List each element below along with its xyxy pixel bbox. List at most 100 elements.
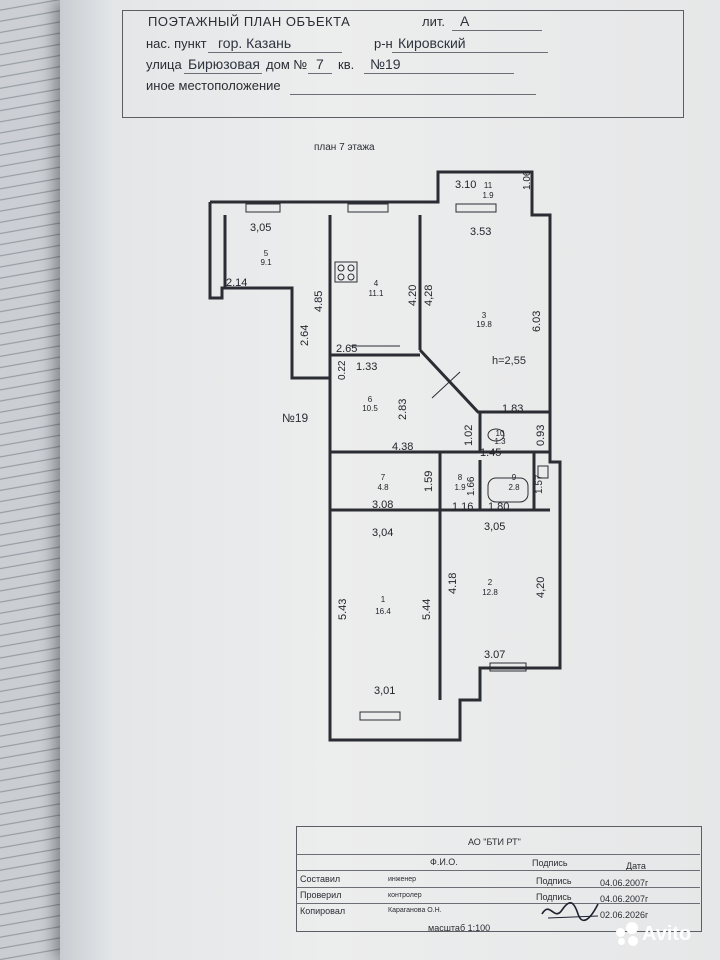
ceiling-height: h=2,55 [492,355,526,367]
stamp-col-fio: Ф.И.О. [430,857,458,867]
house-value: 7 [316,56,324,72]
dim-31: 3.07 [484,649,505,661]
room-label-8: 8 [458,473,463,482]
dim-4: 2.14 [226,277,247,289]
room-label-2: 2 [488,578,493,587]
room-label-1: 1 [381,595,386,604]
dim-3: 3.53 [470,226,491,238]
dim-5: 4.85 [313,291,325,312]
room-label-11: 11 [484,181,493,190]
room-area-8: 1.9 [454,483,466,492]
window-4 [489,662,527,672]
dim-27: 5.43 [337,599,349,620]
apt-underline [364,73,514,74]
header-title: ПОЭТАЖНЫЙ ПЛАН ОБЪЕКТА [148,14,351,29]
dim-8: 6.03 [531,311,543,332]
dim-2: 3,05 [250,222,271,234]
dim-30: 4,20 [535,577,547,598]
signature-scribble [541,902,599,922]
district-value: Кировский [398,35,466,51]
plan-subtitle: план 7 этажа [314,142,375,153]
dim-7: 4,28 [423,285,435,306]
street-underline [184,73,262,74]
dim-18: 1.45 [480,447,501,459]
watermark-dot-icon [616,928,625,937]
room-area-5: 9.1 [260,258,272,267]
dim-32: 3,01 [374,685,395,697]
house-label: дом № [266,57,308,72]
dim-25: 3,04 [372,527,393,539]
stamp-rule-1 [296,854,700,855]
header-lit-value: А [460,13,470,29]
stamp-row-3-role: Копировал [300,906,346,916]
room-label-6: 6 [368,395,373,404]
dim-11: 0.22 [337,360,348,380]
room-area-3: 19.8 [476,320,492,329]
stamp-org: АО "БТИ РТ" [468,837,521,847]
street-value: Бирюзовая [188,56,260,72]
outer-wall [208,170,562,742]
stamp-row-1-date: 04.06.2007г [600,878,649,888]
stamp-col-sign: Подпись [532,858,568,868]
room-area-11: 1.9 [482,191,494,200]
toilet [487,428,505,442]
stamp-row-3-date: 02.06.2026г [600,910,649,920]
stamp-rule-2 [296,870,700,871]
watermark-dot-icon [626,922,638,934]
scale-label: масштаб 1:100 [428,923,491,933]
window-3 [455,203,497,213]
dim-0: 3.10 [455,179,476,191]
dim-13: 2.83 [397,399,409,420]
room-label-7: 7 [381,473,386,482]
room-area-6: 10.5 [362,404,378,413]
settlement-underline [208,52,342,53]
floor-plan-drawing: 59.1 411.1 319.8 610.5 101.3 74.8 81.9 9… [208,170,562,742]
watermark-text: Avito [642,923,692,945]
bathtub [487,477,529,503]
apartment-mark: №19 [282,411,309,425]
room-area-9: 2.8 [508,483,520,492]
stamp-row-2-sign: Подпись [536,892,572,902]
settlement-label: нас. пункт [146,36,207,51]
dim-24: 1.80 [488,501,509,513]
dim-21: 1.57 [534,474,545,494]
district-label: р-н [374,36,393,51]
sink [537,465,549,479]
header-lit-label: лит. [422,14,445,29]
dim-26: 3,05 [484,521,505,533]
stove [334,261,358,283]
watermark-dot-icon [628,936,638,946]
dim-15: 1.02 [463,425,475,446]
room-label-9: 9 [512,473,517,482]
lit-underline [452,30,542,31]
room-area-4: 11.1 [369,289,385,298]
settlement-value: гор. Казань [218,35,292,51]
district-underline [392,52,548,53]
other-location-label: иное местоположение [146,78,281,93]
room-label-5: 5 [264,249,269,258]
dim-29: 4.18 [447,573,459,594]
room-area-1: 16.4 [375,607,391,616]
stamp-row-3-name: Караганова О.Н. [388,907,442,914]
window-2 [347,203,389,213]
dim-17: 4.38 [392,441,413,453]
watermark-dot-icon [618,938,625,945]
window-5 [359,711,401,721]
stamp-row-1-role: Составил [300,874,341,884]
window-1 [245,203,281,213]
room-label-3: 3 [482,311,487,320]
dim-28: 5.44 [421,599,433,620]
dim-12: 1.33 [356,361,377,373]
dim-20: 1.66 [466,476,477,496]
floor-plan-sheet: ПОЭТАЖНЫЙ ПЛАН ОБЪЕКТА лит. А нас. пункт… [60,0,720,960]
apt-label: кв. [338,57,355,72]
room-label-4: 4 [374,279,379,288]
stamp-rule-4 [296,903,700,904]
street-label: улица [146,57,182,72]
dim-1: 1.06 [522,170,533,190]
stamp-row-2-name: контролер [388,892,422,899]
stamp-row-1-sign: Подпись [536,876,572,886]
dim-14: 1.83 [502,403,523,415]
room-area-2: 12.8 [482,588,498,597]
room-area-7: 4.8 [377,483,389,492]
